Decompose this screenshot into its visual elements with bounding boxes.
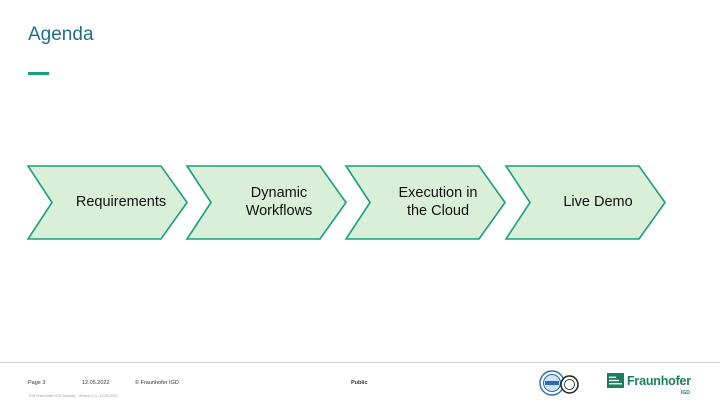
footer-page-number: Page 3 (28, 380, 46, 386)
agenda-step-chevron-1 (26, 165, 188, 240)
title-accent-line (28, 72, 49, 75)
agenda-step-chevron-3 (344, 165, 506, 240)
certification-seal-icon (539, 370, 565, 396)
footer-copyright: © Fraunhofer IGD (135, 380, 179, 386)
footer-date: 12.05.2022 (82, 380, 110, 386)
footer-classification: Public (351, 380, 368, 386)
fraunhofer-logo: Fraunhofer IGD (607, 373, 697, 401)
brand-unit: IGD (681, 390, 690, 396)
fraunhofer-mark-icon (607, 373, 624, 388)
agenda-step-chevron-2 (185, 165, 347, 240)
footer-divider (0, 362, 720, 363)
certification-badge-icon (560, 375, 579, 394)
agenda-step-label-4: Live Demo (563, 194, 633, 210)
agenda-step-chevron-4 (504, 165, 666, 240)
agenda-step-label-1: Requirements (75, 194, 167, 210)
slide-title: Agenda (28, 24, 94, 45)
footer-small-print: TOS Fraunhofer IGD Security - Version 1.… (28, 394, 118, 398)
brand-name: Fraunhofer (627, 374, 691, 388)
